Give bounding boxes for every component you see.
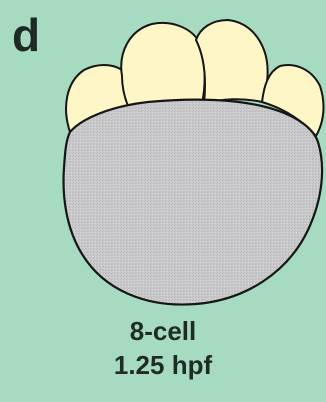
blastomere-center-right bbox=[196, 20, 268, 104]
stage-label: 8-cell bbox=[0, 318, 326, 344]
blastomere-center-left bbox=[121, 23, 204, 106]
time-label: 1.25 hpf bbox=[0, 352, 326, 378]
yolk-cell bbox=[64, 100, 323, 305]
